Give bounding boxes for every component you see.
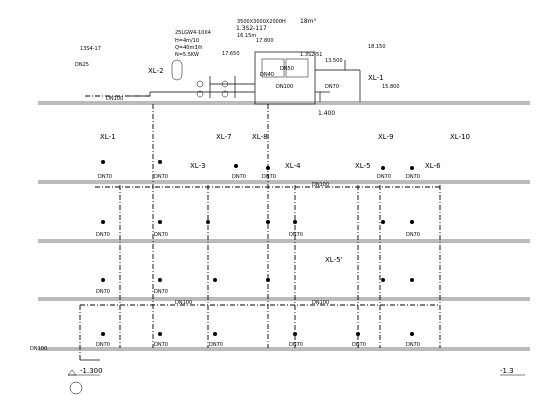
riser-label-xl-10: XL-10 [450, 133, 470, 141]
note-pump-head: H=4m/10 [175, 38, 199, 44]
pipe-size-label: DN70 [262, 174, 276, 180]
elevation-label-right: -1.3 [500, 367, 514, 375]
note-elev-17650: 17.650 [222, 51, 240, 57]
riser-group: XL-2 XL-1 XL-1 XL-7 XL-8 XL-9 XL-10 XL-3… [100, 67, 470, 348]
pipe-size-label: DN70 [232, 174, 246, 180]
riser-label-xl-5-prime: XL-5' [325, 256, 343, 264]
pipe-size-label: DN70 [406, 174, 420, 180]
fixtures-middle-row [101, 220, 414, 224]
pipe-size-label: DN70 [406, 232, 420, 238]
note-16-15m: 16.15m [237, 33, 256, 39]
riser-label-xl-1: XL-1 [100, 133, 116, 141]
note-std-3: 1.3S2-51 [300, 52, 322, 58]
elevation-markers: -1.300 -1.3 [67, 367, 525, 395]
note-tank-size: 3500X3000X2000H [237, 19, 286, 25]
pipe-size-label: DN70 [406, 342, 420, 348]
pipe-size-label: DN70 [289, 232, 303, 238]
riser-label-xl-4: XL-4 [285, 162, 301, 170]
elevation-label-left: -1.300 [80, 367, 103, 375]
note-tank-volume: 18m³ [300, 18, 316, 25]
pipe-size-label: DN70 [289, 342, 303, 348]
riser-label-xl-7: XL-7 [216, 133, 232, 141]
note-std-2: 13S4-17 [80, 46, 101, 52]
riser-label-xl-2: XL-2 [148, 67, 164, 75]
pipe-size-labels: DN70 DN70 DN70 DN70 DN70 DN70 DN70 DN70 … [30, 96, 420, 352]
pipe-size-label: DN100 [175, 300, 192, 306]
roof-equipment [130, 51, 361, 105]
pipe-size-label: DN100 [312, 182, 329, 188]
pipe-size-label: DN70 [154, 232, 168, 238]
note-dn25: DN25 [75, 62, 89, 68]
pipe-size-label: DN70 [96, 289, 110, 295]
note-elev-15800: 15.800 [382, 84, 400, 90]
pipe-size-label: DN70 [377, 174, 391, 180]
pipe-size-label: DN100 [312, 300, 329, 306]
pipe-size-label: DN70 [154, 342, 168, 348]
note-elev-1400: 1.400 [318, 110, 335, 117]
note-std-1: 1.3S2-117 [236, 25, 267, 32]
note-pump-flow: Q=40m3/h [175, 45, 202, 51]
pipe-size-label: DN70 [352, 342, 366, 348]
note-dn100: DN100 [276, 84, 293, 90]
riser-label-xl-3: XL-3 [190, 162, 206, 170]
riser-label-xl-1-top: XL-1 [368, 74, 384, 82]
pipe-size-label: DN70 [154, 289, 168, 295]
note-dn70: DN70 [325, 84, 339, 90]
riser-label-xl-9: XL-9 [378, 133, 394, 141]
note-elev-13500: 13.500 [325, 58, 343, 64]
pipe-size-label: DN70 [154, 174, 168, 180]
fixtures-top-row [101, 160, 414, 170]
riser-label-xl-5: XL-5 [355, 162, 371, 170]
pipe-size-label: DN100 [106, 96, 123, 102]
riser-label-xl-8: XL-8 [252, 133, 268, 141]
note-pump-model: 25LGW4-10X4 [175, 30, 211, 36]
pipe-size-label: DN100 [30, 346, 47, 352]
pipe-size-label: DN70 [96, 342, 110, 348]
note-dn50: DN50 [280, 66, 294, 72]
pipe-size-label: DN70 [209, 342, 223, 348]
pipe-size-label: DN70 [96, 232, 110, 238]
note-pump-power: N=5.5KW [175, 52, 199, 58]
horizontal-mains [79, 95, 440, 361]
fixtures-lower-row [101, 278, 414, 336]
note-dn40: DN40 [260, 72, 274, 78]
equipment-annotations: DN25 DN50 DN70 DN40 DN100 18.150 15.800 … [75, 18, 400, 117]
note-elev-18150: 18.150 [368, 44, 386, 50]
riser-label-xl-6: XL-6 [425, 162, 441, 170]
note-elev-17800: 17.800 [256, 38, 274, 44]
pipe-size-label: DN70 [98, 174, 112, 180]
